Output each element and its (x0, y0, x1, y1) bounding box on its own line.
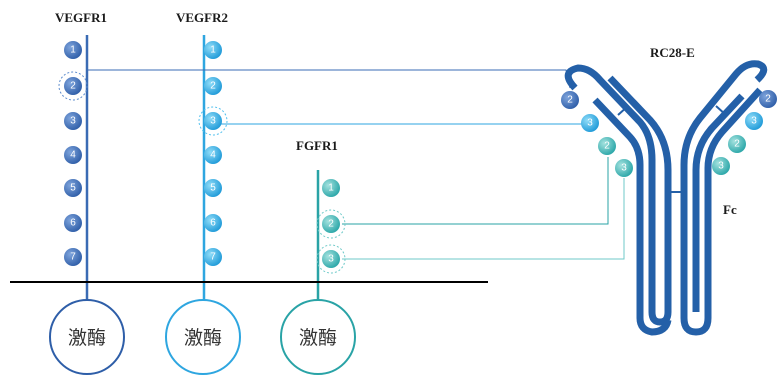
antibody-domain-label: 3 (587, 118, 593, 129)
fgfr1-d2-ring (316, 209, 346, 239)
vegfr2-label: VEGFR2 (176, 10, 228, 25)
vegfr2-domain (204, 77, 222, 95)
fgfr1-domain-label: 2 (328, 219, 334, 230)
antibody-label: RC28-E (650, 45, 695, 60)
vegfr2-domain (204, 112, 222, 130)
vegfr2-kinase-circle (165, 299, 241, 375)
vegfr1-domain-label: 5 (70, 183, 76, 194)
vegfr1-kinase-circle (49, 299, 125, 375)
antibody-domain-label: 3 (751, 116, 757, 127)
right-disulfide-bond (715, 105, 727, 116)
vegfr1-domains: 1 2 3 4 5 6 7 (64, 41, 82, 266)
vegfr1-domain-label: 3 (70, 116, 76, 127)
antibody-left-domains: 2 3 2 3 (561, 91, 633, 177)
vegfr1-domain (64, 41, 82, 59)
vegfr2-kinase: 激酶 (165, 299, 241, 375)
vegfr1-domain (64, 146, 82, 164)
connector-fgfr1-d2 (342, 157, 609, 225)
vegfr1-label: VEGFR1 (55, 10, 107, 25)
vegfr2-kinase-label: 激酶 (184, 327, 222, 349)
antibody-domain (745, 112, 763, 130)
antibody-domain (561, 91, 579, 109)
vegfr1-kinase: 激酶 (49, 299, 125, 375)
left-heavy-chain (564, 64, 672, 326)
vegfr1-domain-label: 1 (70, 45, 76, 56)
fgfr1-domain (322, 179, 340, 197)
antibody-domain (615, 159, 633, 177)
vegfr2-domain-label: 2 (210, 81, 216, 92)
vegfr2-domain (204, 41, 222, 59)
fgfr1-d3-ring (316, 244, 346, 274)
vegfr1-domain-label: 2 (70, 81, 76, 92)
vegfr2-domain-label: 7 (210, 252, 216, 263)
antibody-right-domains: 2 3 2 3 (712, 90, 777, 175)
antibody-domain-label: 3 (621, 163, 627, 174)
fgfr1-kinase-circle (280, 299, 356, 375)
fgfr1-domain (322, 250, 340, 268)
vegfr2-domain (204, 214, 222, 232)
fgfr1-kinase-label: 激酶 (299, 327, 337, 349)
vegfr1-d2-ring (58, 71, 88, 101)
right-light-chain (692, 93, 745, 312)
connector-vegfr1-d2 (87, 69, 571, 89)
antibody-domain (581, 114, 599, 132)
vegfr1-domain (64, 214, 82, 232)
vegfr1-domain (64, 112, 82, 130)
antibody-domain (598, 137, 616, 155)
antibody-domain-label: 3 (718, 161, 724, 172)
vegfr1-domain-label: 6 (70, 218, 76, 229)
vegfr1-domain-label: 7 (70, 252, 76, 263)
connector-fgfr1-d3 (342, 178, 625, 260)
vegfr2-domain-label: 5 (210, 183, 216, 194)
fgfr1-domain-label: 3 (328, 254, 334, 265)
vegfr1-kinase-label: 激酶 (68, 327, 106, 349)
vegfr2-domain (204, 146, 222, 164)
vegfr1-domain (64, 77, 82, 95)
antibody-domain-label: 2 (604, 141, 610, 152)
antibody-domain-label: 2 (567, 95, 573, 106)
vegfr2-domain-label: 3 (210, 116, 216, 127)
vegfr1-domain-label: 4 (70, 150, 76, 161)
vegfr2-domain (204, 179, 222, 197)
vegfr1-domain (64, 179, 82, 197)
antibody-domain-label: 2 (765, 94, 771, 105)
vegfr2-domain (204, 248, 222, 266)
fgfr1-label: FGFR1 (296, 138, 338, 153)
fc-label: Fc (723, 202, 737, 217)
left-light-chain (592, 97, 672, 336)
left-disulfide-bond (617, 105, 629, 116)
vegfr2-domain-label: 6 (210, 218, 216, 229)
fgfr1-kinase: 激酶 (280, 299, 356, 375)
antibody-domain (712, 157, 730, 175)
vegfr2-d3-ring (198, 106, 228, 136)
antibody-domain (728, 135, 746, 153)
vegfr2-domain-label: 1 (210, 45, 216, 56)
fgfr1-domains: 1 2 3 (322, 179, 340, 268)
vegfr2-domain-label: 4 (210, 150, 216, 161)
vegfr2-domains: 1 2 3 4 5 6 7 (204, 41, 222, 266)
antibody-domain (759, 90, 777, 108)
fgfr1-domain (322, 215, 340, 233)
vegfr1-domain (64, 248, 82, 266)
fgfr1-domain-label: 1 (328, 183, 334, 194)
rc28e-antibody (564, 60, 768, 336)
right-heavy-chain (680, 60, 768, 336)
antibody-domain-label: 2 (734, 139, 740, 150)
